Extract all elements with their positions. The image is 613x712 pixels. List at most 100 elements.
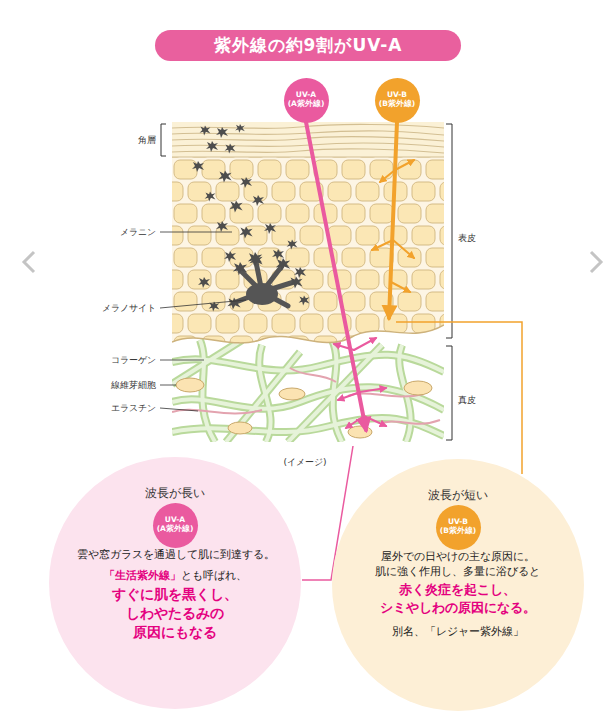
stratum-corneum-part-part (172, 149, 444, 153)
circle-body: 雲や窓ガラスを通過して肌に到達する。「生活紫外線」とも呼ばれ、すぐに肌を黒くし、… (49, 547, 301, 644)
uva-arrow-part (360, 388, 386, 392)
melanin-part (299, 296, 310, 306)
brackets-part (446, 124, 452, 338)
info-circle: 波長が長い雲や窓ガラスを通過して肌に到達する。「生活紫外線」とも呼ばれ、すぐに肌… (49, 457, 301, 709)
fibroblasts-part (279, 388, 305, 400)
emphasis-text: すぐに肌を黒くし、 しわやたるみの 原因にもなる (110, 585, 241, 642)
uv-badge-circle: UV-A (A紫外線) (284, 78, 329, 123)
melanin-part (200, 126, 211, 136)
melanin-part (235, 124, 245, 133)
body-text: とも呼ばれ、 (181, 569, 247, 581)
melanocyte-part (227, 298, 240, 310)
elastin-fibers (172, 368, 440, 424)
melanin-part (229, 201, 242, 213)
body-text: 別名、「レジャー紫外線」 (392, 625, 524, 637)
body-text: 雲や窓ガラスを通過して肌に到達する。 (77, 547, 272, 562)
circle-body-line: すぐに肌を黒くし、 しわやたるみの 原因にもなる (49, 585, 301, 642)
part-label: 表皮 (458, 232, 476, 244)
collagen-fibers (172, 340, 444, 442)
melanin-part (225, 144, 236, 154)
badge-text: UV-B (B紫外線) (438, 518, 479, 535)
badge-label: UV-A (A紫外線) (153, 503, 198, 548)
melanocyte-part (233, 262, 247, 275)
melanin-part (264, 223, 276, 234)
part-label: メラニン (120, 226, 156, 238)
skin-section (172, 122, 444, 442)
uva-arrow-part (354, 338, 376, 350)
part-label: エラスチン (111, 402, 156, 414)
uv-badge-circle: UV-B (B紫外線) (436, 505, 481, 550)
badge-label: UV-A (A紫外線) (284, 78, 329, 123)
circle-heading: 波長が長い (49, 485, 301, 502)
uv-badge-circle: UV-B (B紫外線) (375, 78, 420, 123)
fibroblasts-part (176, 378, 204, 392)
uva-arrow-part (346, 416, 364, 428)
collagen-fibers-part (172, 340, 444, 442)
info-circle: 波長が短い屋外での日やけの主な原因に。 肌に強く作用し、多量に浴びると赤く炎症を… (332, 459, 584, 711)
part-label: コラーゲン (111, 354, 156, 366)
leader-lines (160, 232, 246, 411)
elastin-fibers-part (380, 420, 440, 424)
uva-arrow-part (334, 344, 354, 350)
uvb-arrow-part (372, 240, 393, 250)
melanocyte-part (249, 255, 262, 267)
brackets (161, 124, 452, 440)
epidermis-part (172, 156, 444, 343)
emphasis-text: 赤く炎症を起こし、 シミやしわの原因になる。 (376, 581, 540, 618)
melanin-part (239, 227, 252, 239)
uvb-arrow-part (389, 122, 397, 318)
melanin-part (240, 177, 252, 188)
leader-lines-part (160, 385, 176, 386)
circle-body-line: 赤く炎症を起こし、 シミやしわの原因になる。 (332, 581, 584, 618)
melanin-part (216, 221, 228, 232)
circle-heading: 波長が短い (332, 487, 584, 504)
stratum-corneum-part-part (172, 156, 444, 157)
uvb-arrow-part (391, 282, 410, 292)
elastin-fibers-part (290, 368, 336, 382)
part-label: メラノサイト (102, 302, 156, 314)
melanocyte-part (276, 258, 290, 271)
part-label: (イメージ) (283, 456, 326, 468)
epidermis-part (172, 156, 444, 343)
epidermis (172, 156, 444, 343)
melanin-part (252, 195, 264, 206)
fibroblasts-part (228, 422, 252, 434)
title-pill: 紫外線の約9割がUV-A (155, 30, 461, 61)
badge-text: UV-B (B紫外線) (377, 91, 418, 108)
circle-body-line: 「生活紫外線」とも呼ばれ、 (49, 564, 301, 583)
emphasis-text: 「生活紫外線」 (104, 569, 181, 581)
leader-lines-part (160, 360, 204, 361)
melanin-part (192, 161, 204, 172)
melanin-part (287, 240, 298, 250)
melanocyte-part (289, 277, 302, 289)
circle-body-line: 別名、「レジャー紫外線」 (332, 620, 584, 639)
circle-body-line: 雲や窓ガラスを通過して肌に到達する。 (49, 547, 301, 562)
part-label: 真皮 (458, 394, 476, 406)
brackets-part (446, 346, 452, 440)
melanin-part (216, 127, 228, 138)
leader-lines-part (160, 300, 246, 308)
badge-text: UV-A (A紫外線) (286, 91, 327, 108)
brackets-part (161, 124, 166, 156)
melanin-part (205, 192, 216, 202)
melanin-part (224, 251, 236, 262)
uv-badge-circle: UV-A (A紫外線) (153, 503, 198, 548)
melanin-part (206, 141, 218, 152)
circle-body-line: 屋外での日やけの主な原因に。 肌に強く作用し、多量に浴びると (332, 549, 584, 579)
collagen-fibers-part (172, 340, 444, 442)
part-label: 線維芽細胞 (111, 379, 156, 391)
melanin-part (198, 277, 210, 288)
uva-arrow-part (364, 416, 386, 426)
title-text: 紫外線の約9割がUV-A (214, 34, 403, 57)
melanin (192, 124, 309, 311)
badge-label: UV-B (B紫外線) (375, 78, 420, 123)
uvb-arrow-part (380, 170, 395, 182)
part-label: 角層 (138, 134, 156, 146)
collagen-fibers-part-part (200, 340, 215, 442)
melanin-part (218, 171, 231, 183)
collagen-fibers-part-part (172, 340, 242, 384)
fibroblasts (176, 378, 432, 438)
badge-label: UV-B (B紫外線) (436, 505, 481, 550)
